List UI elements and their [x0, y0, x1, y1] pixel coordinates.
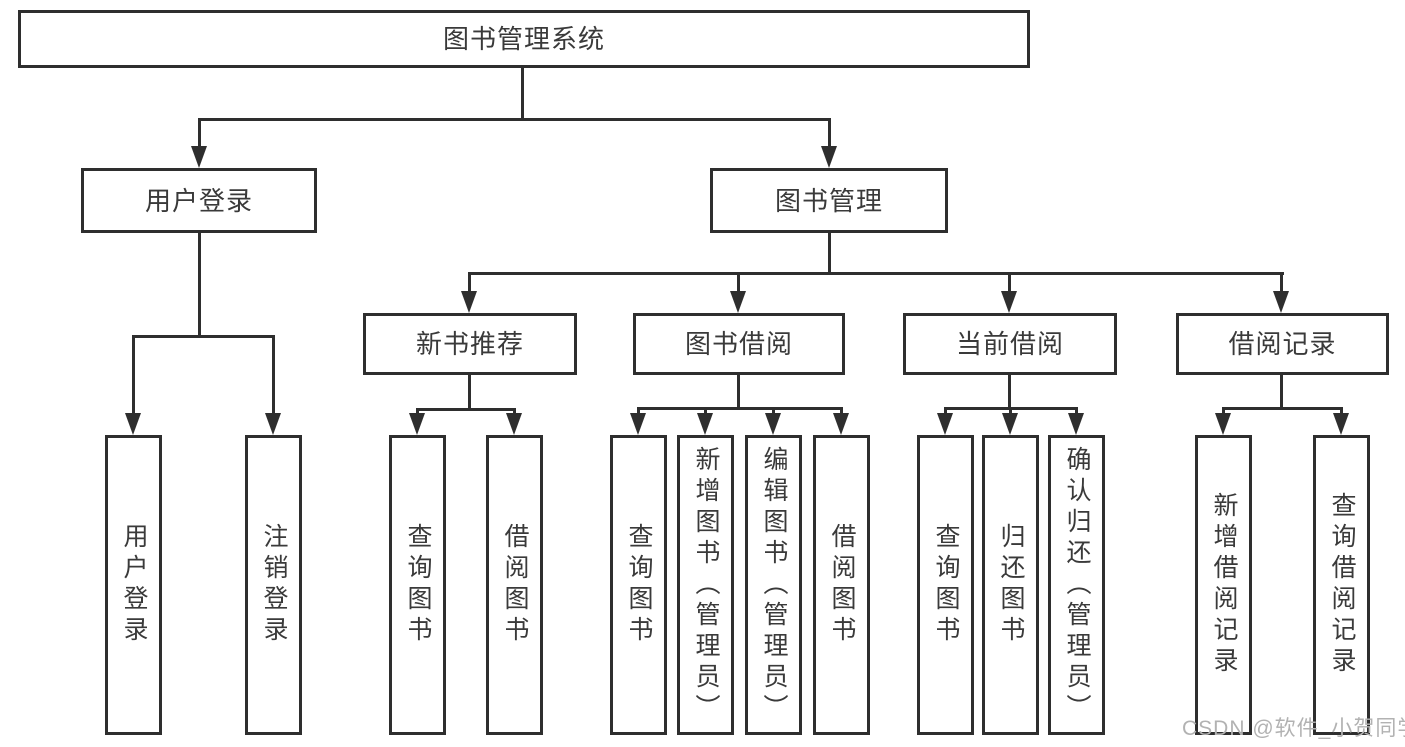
leaf-borrow-books-2-label: 借阅图书	[828, 523, 856, 647]
connector-root-hline	[198, 118, 831, 121]
arrow-down-icon	[765, 407, 781, 435]
leaf-borrow-books-1-label: 借阅图书	[501, 523, 529, 647]
arrow-down-icon	[1215, 407, 1231, 435]
node-current-borrowing: 当前借阅	[903, 313, 1117, 375]
connector-mgmt-stub	[828, 233, 831, 272]
arrow-down-icon	[506, 408, 522, 435]
leaf-query-borrow-record: 查询借阅记录	[1313, 435, 1370, 735]
arrow-down-icon	[1273, 272, 1289, 313]
node-book-management-label: 图书管理	[774, 185, 883, 216]
connector-mgmt-hline	[468, 272, 1284, 275]
arrow-down-icon	[697, 407, 713, 435]
leaf-add-borrow-record: 新增借阅记录	[1195, 435, 1252, 735]
arrow-down-icon	[409, 408, 425, 435]
arrow-down-icon	[125, 335, 141, 435]
connector-borrow-hline	[637, 407, 843, 410]
connector-login-stub	[198, 233, 201, 335]
arrow-down-icon	[937, 407, 953, 435]
arrow-down-icon	[461, 272, 477, 313]
leaf-return-books-label: 归还图书	[997, 523, 1025, 647]
leaf-user-login-label: 用户登录	[120, 523, 148, 647]
node-current-borrowing-label: 当前借阅	[955, 329, 1064, 359]
leaf-confirm-return-admin-label: 确认归还（管理员）	[1063, 445, 1091, 725]
connector-newbook-stub	[468, 375, 471, 408]
leaf-query-books-3-label: 查询图书	[932, 523, 960, 647]
csdn-watermark: CSDN @软件_小贺同学	[1182, 717, 1405, 740]
leaf-logout: 注销登录	[245, 435, 302, 735]
connector-records-stub	[1280, 375, 1283, 407]
leaf-query-borrow-record-label: 查询借阅记录	[1328, 492, 1356, 678]
arrow-down-icon	[265, 335, 281, 435]
arrow-down-icon	[833, 407, 849, 435]
leaf-return-books: 归还图书	[982, 435, 1039, 735]
arrow-down-icon	[191, 119, 207, 168]
leaf-query-books-2: 查询图书	[610, 435, 667, 735]
node-root: 图书管理系统	[18, 10, 1030, 68]
arrow-down-icon	[730, 272, 746, 313]
node-new-book-recommend-label: 新书推荐	[415, 329, 524, 359]
leaf-add-books-admin-label: 新增图书（管理员）	[692, 445, 720, 725]
leaf-add-borrow-record-label: 新增借阅记录	[1210, 492, 1238, 678]
leaf-query-books-2-label: 查询图书	[625, 523, 653, 647]
arrow-down-icon	[1001, 272, 1017, 313]
arrow-down-icon	[630, 407, 646, 435]
node-book-management: 图书管理	[710, 168, 948, 233]
node-user-login-label: 用户登录	[144, 185, 253, 216]
leaf-add-books-admin: 新增图书（管理员）	[677, 435, 734, 735]
connector-records-hline	[1222, 407, 1343, 410]
node-borrowing-records: 借阅记录	[1176, 313, 1389, 375]
leaf-user-login: 用户登录	[105, 435, 162, 735]
leaf-query-books-1: 查询图书	[389, 435, 446, 735]
node-new-book-recommend: 新书推荐	[363, 313, 577, 375]
leaf-edit-books-admin: 编辑图书（管理员）	[745, 435, 802, 735]
connector-current-stub	[1008, 375, 1011, 407]
leaf-borrow-books-1: 借阅图书	[486, 435, 543, 735]
arrow-down-icon	[1002, 407, 1018, 435]
node-book-borrowing: 图书借阅	[633, 313, 845, 375]
node-root-label: 图书管理系统	[442, 24, 605, 54]
connector-root-stub	[521, 68, 524, 120]
arrow-down-icon	[1068, 407, 1084, 435]
node-book-borrowing-label: 图书借阅	[684, 329, 793, 359]
leaf-borrow-books-2: 借阅图书	[813, 435, 870, 735]
leaf-query-books-3: 查询图书	[917, 435, 974, 735]
node-borrowing-records-label: 借阅记录	[1228, 329, 1337, 359]
leaf-edit-books-admin-label: 编辑图书（管理员）	[760, 445, 788, 725]
connector-borrow-stub	[737, 375, 740, 407]
connector-login-hline	[132, 335, 275, 338]
node-user-login: 用户登录	[81, 168, 317, 233]
connector-newbook-hline	[416, 408, 516, 411]
arrow-down-icon	[1333, 407, 1349, 435]
leaf-query-books-1-label: 查询图书	[404, 523, 432, 647]
arrow-down-icon	[821, 119, 837, 168]
leaf-logout-label: 注销登录	[260, 523, 288, 647]
leaf-confirm-return-admin: 确认归还（管理员）	[1048, 435, 1105, 735]
